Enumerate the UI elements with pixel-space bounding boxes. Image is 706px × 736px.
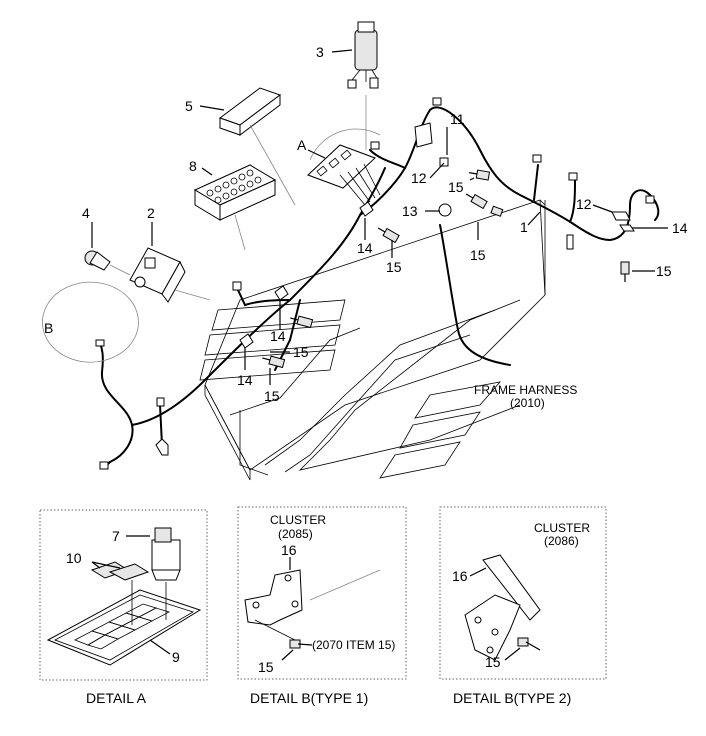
part-5-module [218,87,296,206]
callout-12a: 12 [411,170,427,186]
part-8-fuse-block [193,164,277,251]
callout-14c: 14 [270,328,286,344]
detail-b-type2-box: CLUSTER (2086) 16 15 DETAIL B(TYPE 2) [439,506,607,706]
harness-connectors [95,97,655,470]
detail-b2-callout-15: 15 [485,654,501,670]
detail-a-callout-9: 9 [172,649,180,665]
detail-a-callout-circle [307,128,381,206]
callout-14b: 14 [357,240,373,256]
part-3-switch [347,21,379,150]
detail-b2-caption: DETAIL B(TYPE 2) [453,690,571,706]
label-a: A [297,137,307,153]
detail-b2-code: (2086) [544,534,579,548]
detail-b-type1-box: CLUSTER (2085) 16 (2070 ITEM 15) 15 DETA… [237,506,407,706]
callout-15d: 15 [470,247,486,263]
leader-lines [91,49,668,385]
label-b: B [44,320,53,336]
detail-a-box: 7 10 9 DETAIL A [39,509,208,706]
callout-15a: 15 [448,179,464,195]
frame-harness-code: (2010) [510,396,545,410]
detail-b-callout-circle [42,281,139,363]
detail-b2-cluster: CLUSTER [534,521,590,535]
detail-b1-callout-15: 15 [258,659,274,675]
callout-labels: 3 5 8 4 2 A B 11 12 15 13 1 12 14 15 14 … [44,44,688,410]
callout-3: 3 [316,44,324,60]
callout-15c: 15 [386,259,402,275]
detail-b2-callout-16: 16 [452,568,468,584]
harness-wires [99,106,660,469]
part-4-lighter [84,250,131,276]
callout-15f: 15 [264,388,280,404]
callout-5: 5 [185,98,193,114]
callout-14a: 14 [672,220,688,236]
detail-a-caption: DETAIL A [86,690,147,706]
callout-14d: 14 [237,372,253,388]
frame-harness-title: FRAME HARNESS [474,383,577,397]
part-2-socket [129,247,211,303]
bolts [262,169,630,369]
callout-12b: 12 [576,196,592,212]
cab-frame-structure [199,199,546,481]
callout-8: 8 [189,158,197,174]
detail-b1-caption: DETAIL B(TYPE 1) [250,690,368,706]
detail-b1-callout-16: 16 [281,542,297,558]
callout-13: 13 [402,203,418,219]
detail-b1-note: (2070 ITEM 15) [312,638,395,652]
detail-a-callout-10: 10 [66,550,82,566]
callout-11: 11 [450,111,465,127]
callout-1: 1 [520,219,528,235]
detail-b1-cluster: CLUSTER [270,513,326,527]
callout-4: 4 [82,205,90,221]
detail-b1-code: (2085) [278,527,313,541]
callout-15b: 15 [656,263,672,279]
callout-15e: 15 [293,344,309,360]
callout-2: 2 [147,205,155,221]
detail-a-callout-7: 7 [112,528,120,544]
